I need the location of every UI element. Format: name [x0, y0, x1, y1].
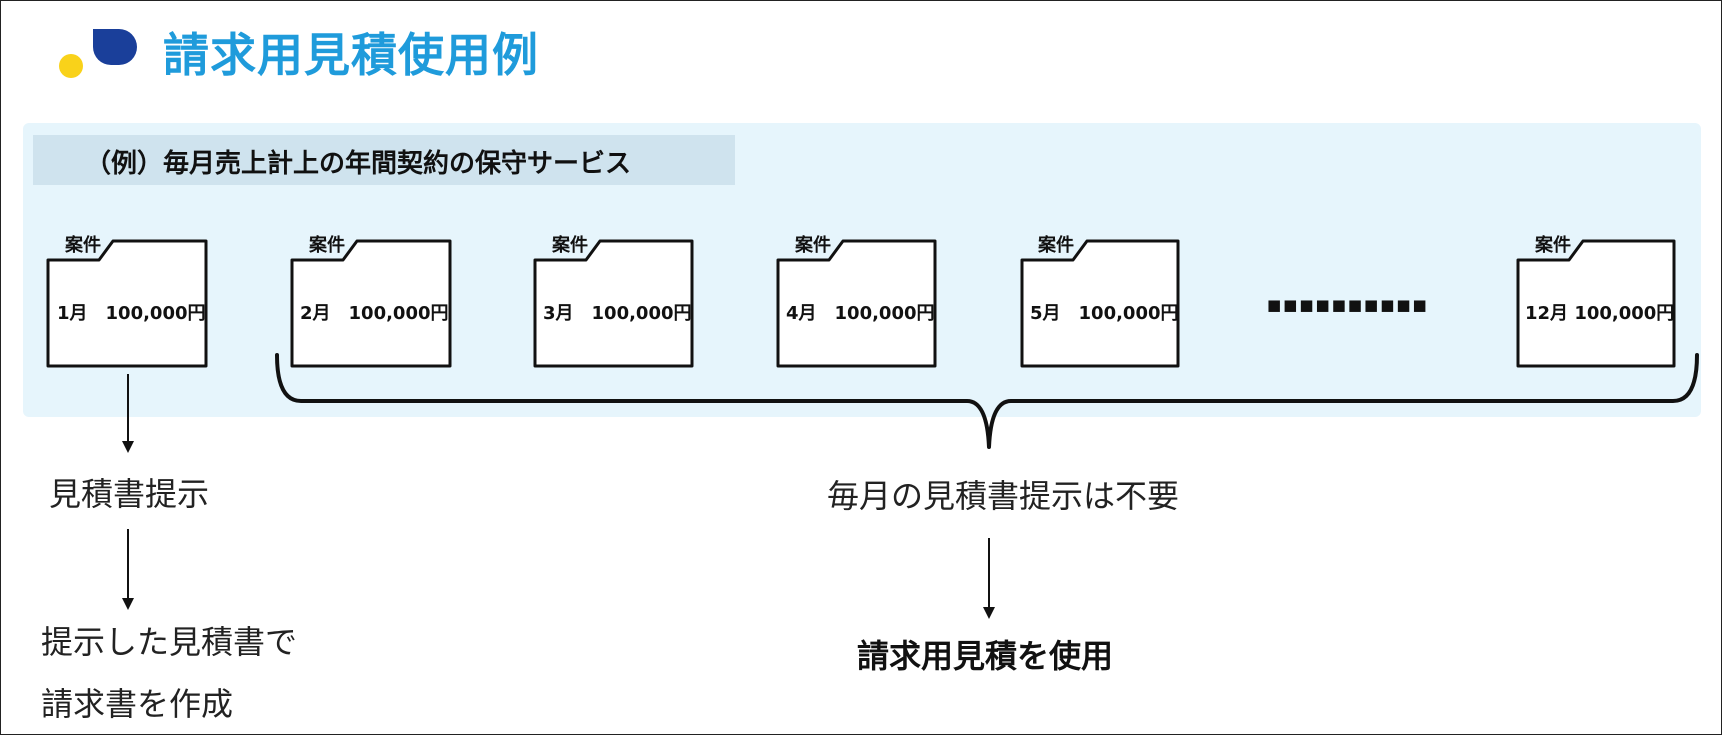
label-use-billing-estimate: 請求用見積を使用 — [857, 637, 1114, 675]
folder-4: 案件 4月 100,000円 — [776, 234, 937, 368]
months-brace — [275, 353, 1699, 449]
folder-3: 案件 3月 100,000円 — [533, 234, 694, 368]
folder-5-tab: 案件 — [1037, 234, 1074, 256]
folder-5-label: 5月 100,000円 — [1030, 303, 1179, 324]
label-invoice-line2: 請求書を作成 — [41, 685, 234, 723]
folder-1-label: 1月 100,000円 — [57, 303, 206, 324]
folder-1-tab: 案件 — [64, 234, 101, 256]
logo-icon — [59, 29, 137, 78]
example-subtitle: （例）毎月売上計上の年間契約の保守サービス — [85, 149, 632, 179]
folder-5: 案件 5月 100,000円 — [1020, 234, 1180, 368]
page-title: 請求用見積使用例 — [163, 28, 539, 82]
folder-2-label: 2月 100,000円 — [300, 303, 449, 324]
folder-4-tab: 案件 — [794, 234, 831, 256]
folder-2: 案件 2月 100,000円 — [290, 234, 452, 368]
example-subtitle-bar: （例）毎月売上計上の年間契約の保守サービス — [33, 135, 735, 185]
folder-12-label: 12月 100,000円 — [1525, 303, 1674, 324]
folder-ellipsis: ■■■■■■■■■■ — [1267, 296, 1429, 314]
folder-2-tab: 案件 — [308, 234, 345, 256]
folder-1: 案件 1月 100,000円 — [46, 234, 208, 368]
label-monthly-unneeded: 毎月の見積書提示は不要 — [827, 477, 1180, 515]
folder-12: 案件 12月 100,000円 — [1516, 234, 1676, 368]
folder-4-label: 4月 100,000円 — [786, 303, 935, 324]
label-estimate-present: 見積書提示 — [49, 475, 210, 513]
folder-12-tab: 案件 — [1534, 234, 1571, 256]
folder-3-tab: 案件 — [551, 234, 588, 256]
label-invoice-line1: 提示した見積書で — [41, 623, 298, 661]
folder-3-label: 3月 100,000円 — [543, 303, 692, 324]
